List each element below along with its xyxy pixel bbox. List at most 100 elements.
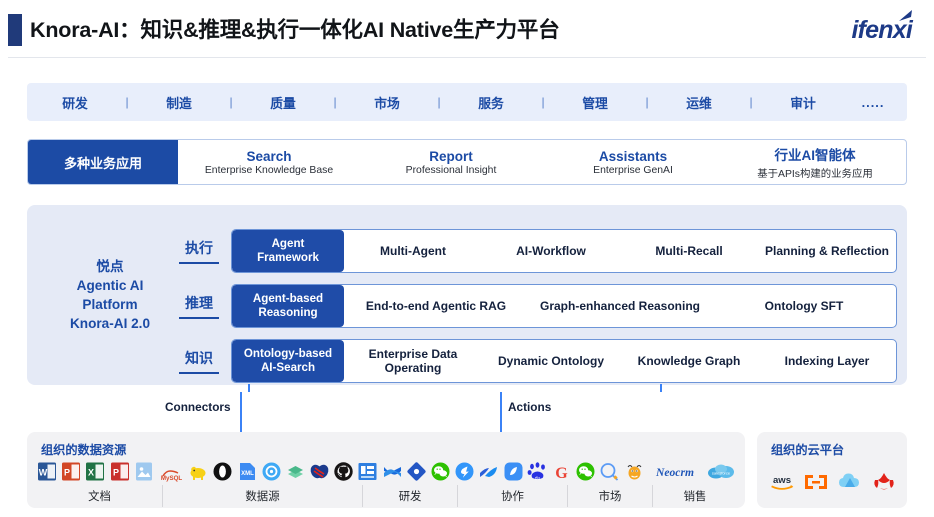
jira-icon[interactable] — [406, 461, 427, 482]
resource-icon-strip: W P X P MySQL XML — [37, 458, 737, 484]
resource-category-strip: 文档数据源研发协作市场销售 — [37, 485, 737, 507]
layer-item[interactable]: Dynamic Ontology — [497, 354, 604, 368]
layer-tag-2[interactable]: 知识 — [179, 348, 219, 374]
image-file-icon[interactable] — [134, 461, 155, 482]
hadoop-icon[interactable] — [188, 461, 209, 482]
salesforce-icon[interactable]: salesforce — [705, 461, 737, 482]
resources-title: 组织的数据资源 — [41, 443, 127, 457]
wechat-icon[interactable] — [430, 461, 451, 482]
svg-text:Neocrm: Neocrm — [655, 465, 694, 478]
domain-item-4[interactable]: 服务 — [478, 95, 504, 111]
domain-separator: | — [229, 95, 233, 109]
layer-item[interactable]: Knowledge Graph — [637, 354, 741, 368]
layer-head-line: Agent — [271, 237, 305, 250]
layer-item[interactable]: Ontology SFT — [764, 299, 844, 313]
domain-separator: | — [125, 95, 129, 109]
app-subtitle: Enterprise Knowledge Base — [204, 164, 334, 176]
resource-category-销售: 销售 — [652, 485, 737, 507]
app-title: Assistants — [598, 148, 668, 164]
layer-head-line: Ontology-based — [243, 347, 333, 360]
domain-separator: | — [333, 95, 337, 109]
layer-item[interactable]: Multi-Recall — [655, 244, 723, 258]
elastic-icon[interactable] — [285, 461, 306, 482]
google-icon[interactable]: G — [551, 461, 572, 482]
platform-label-line: Knora-AI 2.0 — [69, 316, 151, 331]
redis-icon[interactable] — [309, 461, 330, 482]
resource-category-数据源: 数据源 — [162, 485, 362, 507]
domain-item-0[interactable]: 研发 — [62, 95, 88, 111]
cloud-title: 组织的云平台 — [771, 443, 845, 457]
svg-text:MySQL: MySQL — [161, 475, 183, 482]
svg-text:X: X — [88, 467, 94, 477]
gitlab-board-icon[interactable] — [357, 461, 378, 482]
fxiaoke-bee-icon[interactable] — [624, 461, 645, 482]
domain-more-indicator[interactable]: ..... — [861, 94, 885, 110]
layer-item[interactable]: Planning & Reflection — [764, 244, 889, 258]
speech-bubble-icon[interactable] — [599, 461, 620, 482]
layer-items-0: Multi-Agent AI-Workflow Multi-Recall Planni… — [344, 230, 896, 272]
feishu-icon[interactable] — [478, 461, 499, 482]
app-subtitle: 基于APIs构建的业务应用 — [757, 169, 873, 180]
alibaba-cloud-icon[interactable] — [803, 470, 829, 494]
domain-item-1[interactable]: 制造 — [166, 95, 192, 111]
drop-tick-right — [660, 384, 662, 392]
svg-text:P: P — [113, 467, 119, 477]
aws-icon[interactable]: aws — [769, 470, 795, 494]
layer-head-line: Framework — [257, 251, 319, 264]
resource-category-文档: 文档 — [88, 491, 111, 503]
domain-item-7[interactable]: 审计 — [790, 95, 816, 111]
word-icon[interactable]: W — [37, 461, 58, 482]
baidu-icon[interactable]: du — [527, 461, 548, 482]
cloud-icon-strip: aws — [769, 468, 897, 496]
page-title: Knora-AI：知识&推理&执行一体化AI Native生产力平台 — [30, 18, 560, 42]
domain-separator: | — [541, 95, 545, 109]
domain-item-6[interactable]: 运维 — [686, 95, 712, 111]
domain-item-3[interactable]: 市场 — [374, 95, 400, 111]
layer-tag-1[interactable]: 推理 — [179, 293, 219, 319]
domain-item-2[interactable]: 质量 — [270, 95, 296, 111]
layer-item[interactable]: Enterprise Data Operating — [368, 347, 458, 375]
tencent-cloud-icon[interactable] — [837, 470, 863, 494]
app-cell-3[interactable]: 行业AI智能体基于APIs构建的业务应用 — [724, 140, 906, 184]
dingtalk-icon[interactable] — [454, 461, 475, 482]
industry-domain-bar: 研发|制造|质量|市场|服务|管理|运维|审计..... — [27, 83, 907, 121]
app-title: Report — [429, 148, 473, 164]
layer-item[interactable]: Graph-enhanced Reasoning — [539, 299, 701, 313]
svg-text:salesforce: salesforce — [712, 470, 731, 475]
neocrm-icon[interactable]: Neocrm — [648, 461, 702, 482]
svg-text:P: P — [64, 467, 70, 477]
huawei-cloud-icon[interactable] — [871, 470, 897, 494]
app-title: Search — [246, 148, 292, 164]
platform-label-line: Platform — [82, 297, 138, 312]
page-header: Knora-AI：知识&推理&执行一体化AI Native生产力平台 ifenx… — [0, 0, 934, 58]
mysql-icon[interactable]: MySQL — [158, 461, 185, 482]
clickhouse-icon[interactable] — [261, 461, 282, 482]
wechat-channels-icon[interactable] — [575, 461, 596, 482]
mongodb-icon[interactable] — [212, 461, 233, 482]
layer-item[interactable]: End-to-end Agentic RAG — [365, 299, 507, 313]
domain-item-5[interactable]: 管理 — [582, 95, 608, 111]
pdf-icon[interactable]: P — [110, 461, 131, 482]
svg-text:du: du — [534, 476, 540, 482]
layer-tag-0[interactable]: 执行 — [179, 238, 219, 264]
powerpoint-icon[interactable]: P — [61, 461, 82, 482]
excel-icon[interactable]: X — [85, 461, 106, 482]
xml-file-icon[interactable]: XML — [237, 461, 258, 482]
layer-item[interactable]: Indexing Layer — [784, 354, 870, 368]
wecom-icon[interactable] — [503, 461, 524, 482]
layer-item[interactable]: Multi-Agent — [380, 244, 446, 258]
github-icon[interactable] — [333, 461, 354, 482]
confluence-icon[interactable] — [382, 461, 403, 482]
layer-item[interactable]: AI-Workflow — [516, 244, 586, 258]
actions-tick — [500, 392, 502, 426]
